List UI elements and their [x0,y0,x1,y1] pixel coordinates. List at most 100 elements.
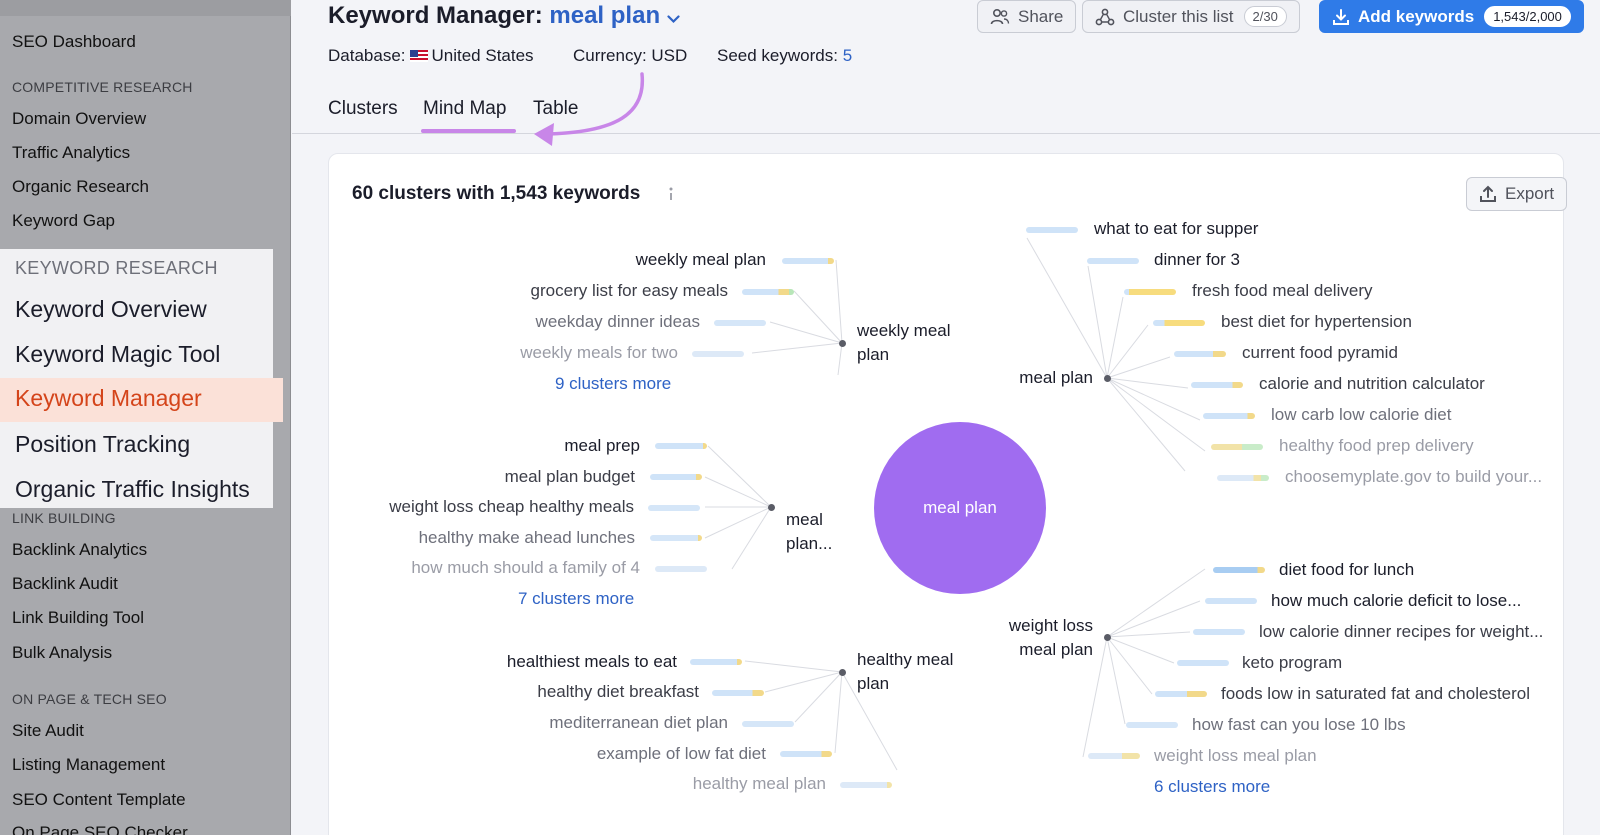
weightloss-clusters-more-link[interactable]: 6 clusters more [1154,777,1271,796]
keyword-volume-bar [780,751,832,757]
keyword-fresh-food-meal-delivery[interactable]: fresh food meal delivery [1192,281,1373,300]
keyword-healthy-meal-plan[interactable]: healthy meal plan [692,774,826,793]
seed-keywords-count[interactable]: 5 [842,46,853,65]
us-flag-icon [409,50,428,62]
keyword-volume-bar [655,566,707,572]
keyword-diet-food-for-lunch[interactable]: diet food for lunch [1279,560,1415,579]
sidebar-item-position-tracking[interactable]: Position Tracking [15,431,191,457]
keyword-current-food-pyramid[interactable]: current food pyramid [1242,343,1398,362]
keyword-lose-10-lbs[interactable]: how fast can you lose 10 lbs [1192,715,1406,734]
sidebar-item-keyword-magic-tool[interactable]: Keyword Magic Tool [15,341,221,367]
keyword-best-diet-hypertension[interactable]: best diet for hypertension [1221,312,1412,331]
database-label: Database: [328,46,406,65]
keyword-low-fat-diet[interactable]: example of low fat diet [596,744,766,763]
hub-weekly-meal-plan[interactable]: weekly meal plan [857,319,951,367]
keyword-volume-bar [1088,753,1140,759]
hub-dot [839,669,846,676]
keyword-foods-low-saturated-fat[interactable]: foods low in saturated fat and cholester… [1221,684,1531,703]
keyword-volume-bar [650,474,702,480]
keyword-grocery-list[interactable]: grocery list for easy meals [530,281,728,300]
sidebar-item-organic-traffic-insights[interactable]: Organic Traffic Insights [15,476,250,502]
hub-meal-plan[interactable]: meal plan [1019,368,1093,387]
sidebar-item-on-page-seo-checker[interactable]: On Page SEO Checker [12,823,188,835]
keyword-weekly-meal-plan[interactable]: weekly meal plan [635,250,766,269]
info-icon[interactable] [666,186,676,207]
sidebar-item-backlink-audit[interactable]: Backlink Audit [12,574,118,593]
export-label: Export [1505,184,1555,203]
tab-clusters[interactable]: Clusters [328,98,398,119]
hub-dot [1104,634,1111,641]
keyword-low-carb-diet[interactable]: low carb low calorie diet [1271,405,1452,424]
sidebar-item-traffic-analytics[interactable]: Traffic Analytics [12,143,131,162]
keyword-meal-plan-budget[interactable]: meal plan budget [504,467,635,486]
hub-healthy-meal-plan[interactable]: healthy meal plan [857,648,953,696]
sidebar-item-link-building-tool[interactable]: Link Building Tool [12,608,144,627]
sidebar-item-listing-management[interactable]: Listing Management [12,755,166,774]
hub-dot [839,340,846,347]
download-icon [1332,8,1350,26]
cluster-list-button[interactable]: Cluster this list 2/30 [1082,0,1300,33]
sidebar-item-keyword-manager-label: Keyword Manager [15,385,202,411]
center-topic-node[interactable]: meal plan [874,422,1046,594]
sidebar-item-domain-overview[interactable]: Domain Overview [12,109,147,128]
add-keywords-count-badge: 1,543/2,000 [1484,6,1571,27]
add-keywords-label: Add keywords [1358,6,1475,26]
keyword-volume-bar [1177,660,1229,666]
keyword-weekday-dinner-ideas[interactable]: weekday dinner ideas [535,312,700,331]
keyword-volume-bar [1205,598,1257,604]
add-keywords-button[interactable]: Add keywords 1,543/2,000 [1319,0,1584,33]
active-tab-indicator [421,129,516,133]
hub-label-line: healthy meal [857,650,954,669]
hub-weight-loss-meal-plan[interactable]: weight loss meal plan [1009,614,1093,662]
keyword-low-calorie-dinner[interactable]: low calorie dinner recipes for weight... [1259,622,1544,641]
keyword-dinner-for-3[interactable]: dinner for 3 [1154,250,1240,269]
sidebar-item-keyword-overview[interactable]: Keyword Overview [15,296,207,322]
keyword-weekly-meals-for-two[interactable]: weekly meals for two [520,343,678,362]
hub-label-line: meal plan [1019,640,1093,659]
prep-clusters-more-link[interactable]: 7 clusters more [518,589,635,608]
hub-label-line: weight loss [1008,616,1093,635]
keyword-volume-bar [650,535,702,541]
hub-label-line: weekly meal [857,321,951,340]
keyword-meal-prep[interactable]: meal prep [564,436,640,455]
keyword-healthy-make-ahead[interactable]: healthy make ahead lunches [418,528,635,547]
keyword-choosemyplate[interactable]: choosemyplate.gov to build your... [1285,467,1543,486]
sidebar-item-organic-research[interactable]: Organic Research [12,177,150,196]
share-button[interactable]: Share [977,0,1077,33]
keyword-volume-bar [692,351,744,357]
tab-mind-map[interactable]: Mind Map [423,98,507,119]
weekly-clusters-more-link[interactable]: 9 clusters more [555,374,672,393]
keyword-mediterranean-diet[interactable]: mediterranean diet plan [549,713,728,732]
sidebar-heading-on-page: ON PAGE & TECH SEO [12,691,167,707]
chevron-down-icon[interactable] [667,11,680,29]
keyword-volume-bar [1203,413,1255,419]
keyword-healthy-diet-breakfast[interactable]: healthy diet breakfast [537,682,699,701]
sidebar-item-keyword-gap[interactable]: Keyword Gap [12,211,115,230]
keyword-healthy-food-prep[interactable]: healthy food prep delivery [1279,436,1474,455]
tab-table[interactable]: Table [533,98,579,119]
page-title-text: Keyword Manager: [328,2,543,29]
hub-label-line: meal [786,510,823,529]
sidebar-item-backlink-analytics[interactable]: Backlink Analytics [12,540,148,559]
keyword-calorie-deficit[interactable]: how much calorie deficit to lose... [1271,591,1522,610]
keyword-volume-bar [1026,227,1078,233]
sidebar-item-seo-content-template[interactable]: SEO Content Template [12,790,186,809]
keyword-volume-bar [782,258,834,264]
sidebar-item-bulk-analysis[interactable]: Bulk Analysis [12,643,113,662]
sidebar-item-seo-dashboard[interactable]: SEO Dashboard [12,32,136,51]
keyword-healthiest-meals[interactable]: healthiest meals to eat [506,652,677,671]
project-selector[interactable]: meal plan [549,2,661,29]
keyword-what-to-eat-for-supper[interactable]: what to eat for supper [1094,219,1259,238]
keyword-calorie-calculator[interactable]: calorie and nutrition calculator [1259,374,1485,393]
share-label: Share [1018,6,1064,26]
hub-meal-plan-ellipsis[interactable]: meal plan... [786,508,832,556]
center-topic-label: meal plan [923,498,997,517]
sidebar-item-keyword-manager[interactable]: Keyword Manager [0,378,283,422]
keyword-volume-bar [1126,722,1178,728]
keyword-weight-loss-cheap[interactable]: weight loss cheap healthy meals [389,497,634,516]
keyword-family-of-4[interactable]: how much should a family of 4 [411,558,640,577]
sidebar-item-site-audit[interactable]: Site Audit [12,721,84,740]
export-button[interactable]: Export [1466,177,1568,211]
keyword-weight-loss-meal-plan[interactable]: weight loss meal plan [1154,746,1317,765]
keyword-keto-program[interactable]: keto program [1242,653,1343,672]
